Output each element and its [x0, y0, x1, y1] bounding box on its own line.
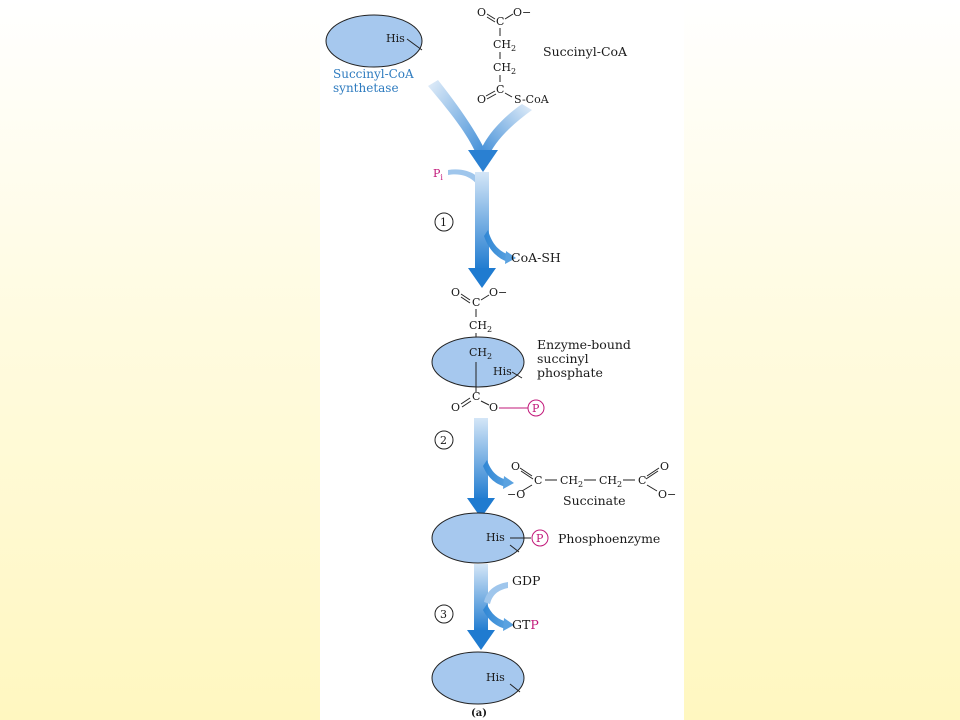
- step-2-marker: 2: [434, 430, 454, 450]
- atom-ch2: CH2: [493, 38, 516, 53]
- arrow-head: [468, 150, 498, 172]
- arrow-step-2: [467, 418, 514, 518]
- atom-o-minus: −O: [507, 488, 525, 501]
- atom-c: C: [534, 474, 542, 487]
- atom-o: O: [511, 460, 520, 473]
- atom-o: O: [477, 93, 486, 106]
- atom-o-minus: O−: [489, 286, 507, 299]
- step-number: 3: [440, 608, 447, 621]
- figure-caption: (a): [471, 708, 487, 719]
- succinyl-coa-label: Succinyl-CoA: [543, 44, 628, 59]
- enzyme-top: His: [325, 14, 423, 68]
- intermediate-label-line1: Enzyme-bound: [537, 337, 631, 352]
- atom-c: C: [496, 15, 504, 28]
- phosphate-icon: [531, 529, 549, 547]
- enzyme-final: His: [431, 651, 525, 705]
- intermediate-label-line3: phosphate: [537, 365, 603, 380]
- atom-c: C: [638, 474, 646, 487]
- atom-o: O: [489, 401, 498, 414]
- atom-ch2: CH2: [599, 474, 622, 489]
- his-label: His: [386, 32, 405, 45]
- atom-c: C: [472, 390, 480, 403]
- atom-ch2: CH2: [469, 346, 492, 361]
- intermediate-structure: O C O− CH2: [451, 286, 507, 340]
- step-3-marker: 3: [434, 604, 454, 624]
- atom-o: O: [451, 286, 460, 299]
- his-label: His: [486, 671, 505, 684]
- coa-sh-label: CoA-SH: [511, 250, 561, 265]
- atom-c: C: [472, 296, 480, 309]
- enzyme-ellipse: [325, 14, 423, 68]
- enzyme-bound: CH2 His: [431, 336, 525, 392]
- succinyl-coa-structure: O C O− CH2 CH2 C O S-CoA: [477, 6, 550, 106]
- phosphate-label: P: [536, 532, 544, 545]
- atom-o: O: [477, 6, 486, 19]
- gdp-label: GDP: [512, 573, 540, 588]
- step-1-marker: 1: [434, 212, 454, 232]
- arrow-step-3: [467, 564, 514, 650]
- atom-o: O: [451, 401, 460, 414]
- merge-arrows: [428, 80, 532, 172]
- atom-s-coa: S-CoA: [514, 93, 550, 106]
- atom-o: O: [660, 460, 669, 473]
- enzyme-name-line1: Succinyl-CoA: [333, 67, 414, 81]
- atom-ch2: CH2: [469, 319, 492, 334]
- atom-ch2: CH2: [560, 474, 583, 489]
- enzyme-ellipse: [431, 336, 525, 388]
- arrow-step-1: [468, 172, 516, 288]
- atom-o-minus: O−: [513, 6, 531, 19]
- phosphoenzyme: His P: [431, 512, 549, 564]
- step-number: 1: [440, 216, 447, 229]
- phosphoenzyme-label: Phosphoenzyme: [558, 531, 660, 546]
- atom-ch2: CH2: [493, 61, 516, 76]
- succinate-structure: O −O C CH2 CH2 C O O−: [507, 460, 676, 501]
- phosphate-icon: [527, 399, 545, 417]
- succinate-label: Succinate: [563, 493, 626, 508]
- his-label: His: [486, 531, 505, 544]
- enzyme-ellipse: [431, 651, 525, 705]
- gtp-label: GTP: [512, 617, 539, 632]
- his-label: His: [493, 365, 512, 378]
- atom-o-minus: O−: [658, 488, 676, 501]
- enzyme-name-line2: synthetase: [333, 81, 399, 95]
- atom-c: C: [496, 83, 504, 96]
- phosphate-label: P: [532, 402, 540, 415]
- pi-label: Pi: [433, 167, 443, 182]
- step-number: 2: [440, 434, 447, 447]
- intermediate-label-line2: succinyl: [537, 351, 589, 366]
- acyl-phosphate: C O O P: [451, 390, 545, 417]
